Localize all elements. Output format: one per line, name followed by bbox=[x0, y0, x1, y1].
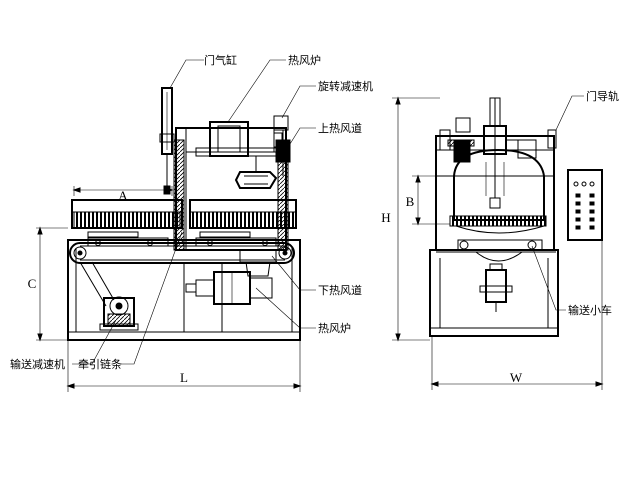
label-h: H bbox=[381, 210, 390, 225]
leaders-side bbox=[531, 95, 584, 311]
leaders-front bbox=[72, 59, 316, 365]
door-column bbox=[173, 139, 185, 251]
callout-door-cylinder: 门气缸 bbox=[204, 53, 237, 67]
door-cylinder bbox=[159, 87, 175, 195]
dimension-h: H bbox=[381, 96, 440, 342]
hot-air-furnace-bottom bbox=[185, 271, 273, 305]
dimension-a: A bbox=[72, 186, 174, 203]
callout-transport-cart: 输送小车 bbox=[568, 303, 612, 317]
conveyor-reducer bbox=[79, 261, 139, 331]
hot-air-furnace-top bbox=[186, 121, 283, 157]
control-cabinet bbox=[567, 169, 603, 241]
dimension-b: B bbox=[406, 174, 454, 226]
dimension-w: W bbox=[430, 240, 604, 390]
callout-traction-chain: 牵引链条 bbox=[78, 357, 122, 371]
label-a: A bbox=[118, 188, 128, 203]
callout-rotary-reducer: 旋转减速机 bbox=[318, 79, 373, 93]
dimension-l: L bbox=[66, 340, 302, 392]
dimension-c: C bbox=[28, 226, 68, 342]
side-view: H B W bbox=[381, 95, 604, 390]
callout-hot-air-furnace-bottom: 热风炉 bbox=[318, 322, 351, 335]
side-base-frame bbox=[429, 249, 559, 337]
callout-conveyor-reducer: 输送减速机 bbox=[10, 357, 65, 371]
callout-hot-air-furnace-top: 热风炉 bbox=[288, 54, 321, 67]
label-b: B bbox=[406, 194, 415, 209]
label-w: W bbox=[510, 370, 523, 385]
front-view: A C L bbox=[28, 59, 316, 392]
callout-lower-duct: 下热风道 bbox=[318, 283, 362, 297]
callout-upper-duct: 上热风道 bbox=[318, 121, 362, 135]
callout-door-rail: 门导轨 bbox=[586, 89, 619, 103]
rotary-reducer-top bbox=[273, 115, 291, 176]
label-c: C bbox=[28, 276, 37, 291]
upper-duct bbox=[234, 156, 278, 189]
label-l: L bbox=[180, 370, 188, 385]
